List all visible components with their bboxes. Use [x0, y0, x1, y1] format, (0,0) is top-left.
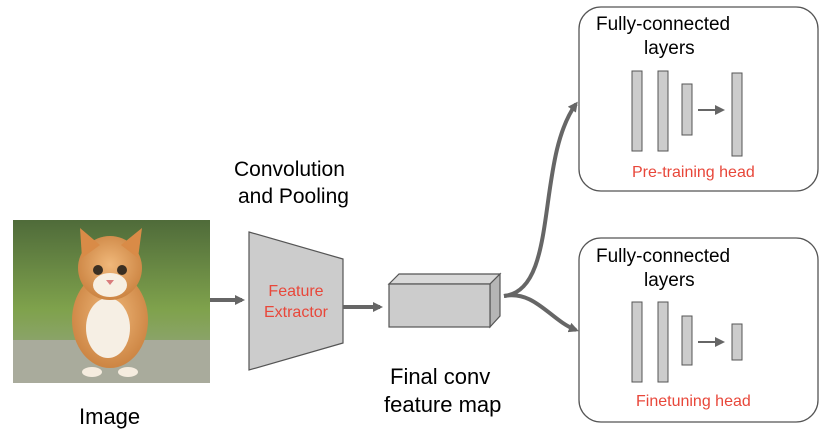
final-map-label-line1: Final conv — [390, 364, 491, 389]
arrow-to-pretraining-head — [503, 101, 578, 298]
conv-pooling-title-line2: and Pooling — [238, 185, 349, 208]
finetuning-head-caption: Finetuning head — [636, 393, 751, 410]
arrow-to-finetuning-head — [503, 293, 579, 333]
feature-extractor-block — [248, 231, 344, 371]
pretraining-head-title-line1: Fully-connected — [596, 14, 731, 35]
feature-map-box — [387, 272, 502, 329]
conv-pooling-title-line1: Convolution — [234, 158, 345, 181]
pretraining-head-caption: Pre-training head — [632, 164, 755, 181]
finetuning-head-title-line2: layers — [644, 270, 695, 291]
pretraining-fc-layers — [631, 70, 743, 157]
finetuning-fc-layers — [631, 301, 743, 383]
image-label: Image — [79, 404, 141, 429]
feature-extractor-label-line2: Extractor — [263, 304, 328, 321]
final-map-label-line2: feature map — [384, 392, 502, 417]
finetuning-head-title-line1: Fully-connected — [596, 246, 731, 267]
kitten-image — [13, 220, 210, 383]
pretraining-head-title-line2: layers — [644, 38, 695, 59]
feature-extractor-label-line1: Feature — [268, 283, 324, 300]
